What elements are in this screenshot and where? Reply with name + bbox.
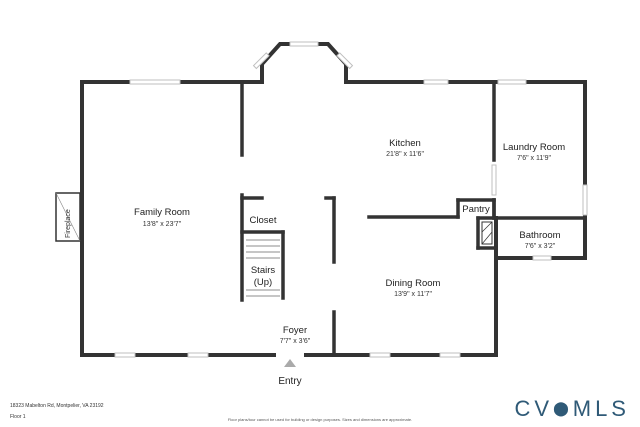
pantry-name: Pantry [462,204,490,215]
address: 18323 Mabelton Rd, Montpelier, VA 23192 [10,403,104,409]
logo-text-right: MLS [572,396,630,421]
stairs-name: Stairs [251,265,276,276]
laundry-room-dim: 7'6" x 11'9" [517,155,551,162]
bathroom-fixture [481,221,493,245]
closet-name: Closet [250,215,277,226]
family-room-name: Family Room [134,207,190,218]
windows [114,41,588,358]
foyer-name: Foyer [283,325,307,336]
fireplace-label: Fireplace [65,209,72,238]
disclaimer: Floor plans/tour cannot be used for buil… [227,417,413,422]
family-room-dim: 13'8" x 23'7" [143,221,182,228]
kitchen-name: Kitchen [389,138,421,149]
laundry-room-name: Laundry Room [503,142,565,153]
fireplace: Fireplace [55,192,81,242]
cvrmls-logo: CV⬤MLS [515,396,630,422]
stairs-steps [246,239,280,297]
stairs-direction: (Up) [254,277,272,288]
location-pin-icon: ⬤ [553,400,573,416]
interior-walls [240,80,587,357]
bathroom-dim: 7'6" x 3'2" [525,243,556,250]
dining-room-dim: 13'9" x 11'7" [394,291,432,298]
entry-label: Entry [278,376,301,387]
kitchen-dim: 21'8" x 11'6" [386,151,424,158]
dining-room-name: Dining Room [386,278,441,289]
foyer-dim: 7'7" x 3'6" [280,338,311,345]
logo-text-left: CV [514,396,554,421]
bathroom-name: Bathroom [519,230,560,241]
entry-arrow-icon [284,359,296,367]
floor-plan: Fireplace Family Room 13'8" x 23'7" Kitc… [55,41,588,387]
floor-label: Floor 1 [10,414,26,420]
